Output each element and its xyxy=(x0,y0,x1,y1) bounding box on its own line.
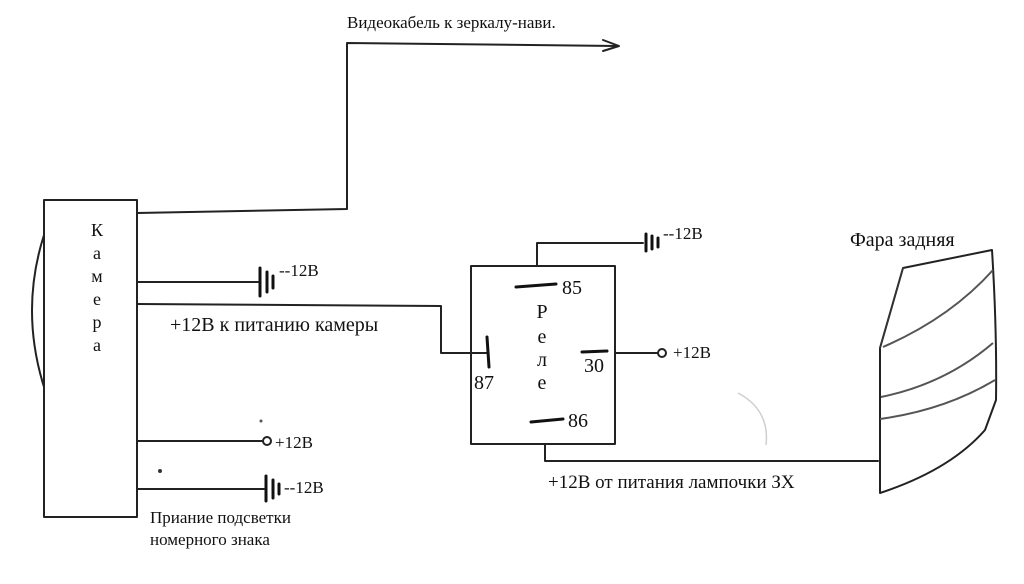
rear-light-edge xyxy=(879,267,904,349)
pin-87-label: 87 xyxy=(474,372,494,394)
camera-power: +12В к питанию камеры xyxy=(136,303,488,354)
reverse-power-wire xyxy=(544,443,879,462)
reverse-power: +12В от питания лампочки ЗХ xyxy=(544,443,879,493)
plate-note-line2: номерного знака xyxy=(150,530,270,549)
pin-86-label: 86 xyxy=(568,410,588,432)
rear-light: Фара задняя xyxy=(850,229,998,494)
camera-letter-1: К xyxy=(91,220,104,240)
camera-letter-2: а xyxy=(93,243,101,263)
plate-plus: +12В xyxy=(136,433,313,452)
camera-power-label: +12В к питанию камеры xyxy=(170,314,378,336)
rear-light-title: Фара задняя xyxy=(850,229,955,251)
pin-85-label: 85 xyxy=(562,277,582,299)
pin-30-contact xyxy=(580,349,609,354)
camera-power-wire xyxy=(136,303,488,354)
pin-87-contact xyxy=(485,335,491,369)
camera-block: К а м е р а xyxy=(31,199,138,518)
relay-ground-label: --12В xyxy=(663,224,703,243)
plate-plus-label: +12В xyxy=(275,433,313,452)
relay-letter-1: Р xyxy=(536,301,547,323)
relay-letter-3: л xyxy=(537,349,547,371)
relay-ground-wire xyxy=(536,242,644,267)
pin-86-contact xyxy=(529,417,565,424)
terminal-icon xyxy=(262,436,272,446)
relay-plus-label: +12В xyxy=(673,343,711,362)
plate-note-line1: Приание подсветки xyxy=(150,508,291,527)
rear-light-segment-3 xyxy=(879,379,996,420)
pencil-stroke xyxy=(737,392,768,446)
relay-plus: +12В xyxy=(614,343,711,362)
relay-box xyxy=(470,265,616,445)
video-cable-wire xyxy=(136,42,618,214)
rear-light-outline xyxy=(879,249,998,494)
video-cable-arrow xyxy=(602,39,620,52)
camera-letter-3: м xyxy=(91,266,102,286)
camera-letter-5: р xyxy=(93,312,102,332)
camera-letter-4: е xyxy=(93,289,101,309)
reverse-power-label: +12В от питания лампочки ЗХ xyxy=(548,472,795,493)
rear-light-segment-2 xyxy=(880,342,994,398)
video-cable-label: Видеокабель к зеркалу-нави. xyxy=(347,13,556,32)
camera-ground: --12В xyxy=(136,261,319,298)
relay-letter-4: е xyxy=(538,372,547,394)
rear-light-segment-1 xyxy=(882,269,994,348)
relay-letter-2: е xyxy=(538,326,547,348)
terminal-icon xyxy=(657,348,667,358)
relay-block: Р е л е 85 87 30 86 xyxy=(470,265,616,445)
pin-30-label: 30 xyxy=(584,355,604,377)
plate-ground: --12В Приание подсветки номерного знака xyxy=(136,474,324,549)
camera-box xyxy=(43,199,138,518)
camera-lens xyxy=(31,234,45,388)
camera-letter-6: а xyxy=(93,335,101,355)
pencil-dot xyxy=(259,419,263,423)
video-cable: Видеокабель к зеркалу-нави. xyxy=(136,13,620,214)
pin-85-contact xyxy=(514,282,558,289)
camera-ground-label: --12В xyxy=(279,261,319,280)
pencil-dot xyxy=(158,469,162,473)
relay-ground: --12В xyxy=(536,224,703,267)
plate-ground-label: --12В xyxy=(284,478,324,497)
